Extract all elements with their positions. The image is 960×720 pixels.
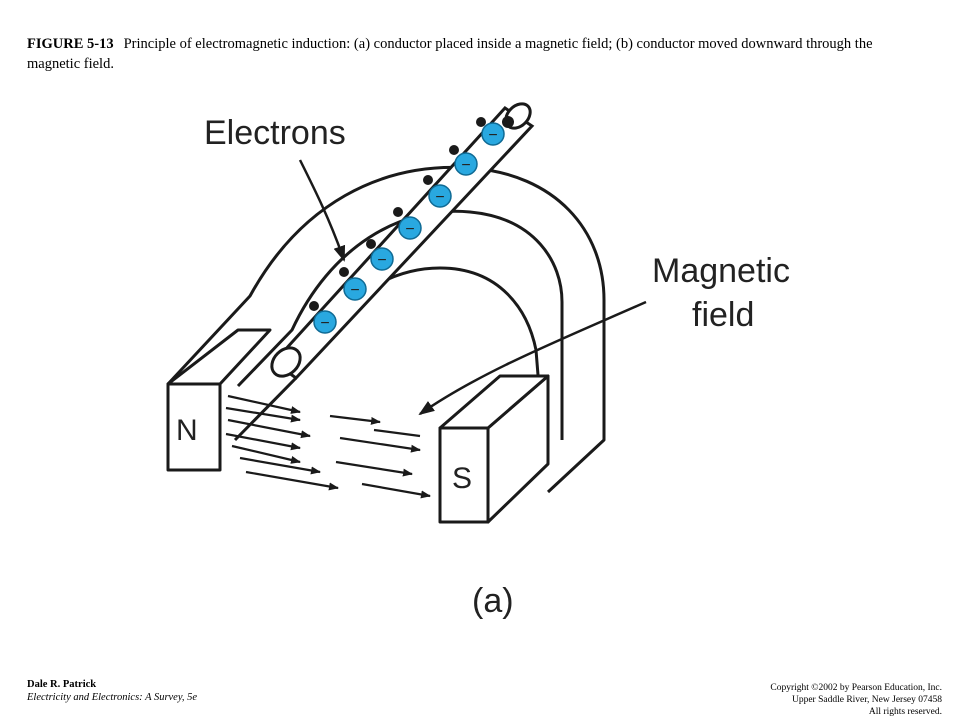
electrons-label: Electrons [204,114,346,152]
figure-number: FIGURE 5-13 [27,36,114,52]
conductor-end [270,346,302,378]
electron: − [339,267,367,301]
svg-text:−: − [488,127,497,144]
footer-book: Electricity and Electronics: A Survey, 5… [27,692,198,703]
electron: − [476,117,505,146]
electron: − [393,207,422,240]
electron: − [309,301,337,334]
north-pole-top [166,328,272,386]
footer-attribution: Dale R. Patrick Electricity and Electron… [27,678,197,704]
electrons-leader [298,159,346,262]
svg-text:−: − [405,221,414,238]
footer-copyright: Copyright ©2002 by Pearson Education, In… [770,682,942,718]
svg-text:−: − [320,315,329,332]
electron: − [366,239,394,271]
svg-text:−: − [435,189,444,206]
north-pole-label: N [176,414,198,447]
copyright-line-3: All rights reserved. [868,707,942,717]
part-label: (a) [472,582,514,620]
electron: − [449,145,478,176]
field-lines [225,394,431,499]
svg-text:−: − [461,157,470,174]
svg-text:−: − [350,282,359,299]
south-pole-label: S [452,462,472,495]
caption-text: Principle of electromagnetic induction: … [27,36,873,72]
magnetic-field-label-line1: Magnetic [652,252,790,290]
magnetic-field-label-line2: field [692,296,754,334]
south-pole-top [438,374,550,430]
electron [502,116,514,128]
svg-text:−: − [377,252,386,269]
copyright-line-2: Upper Saddle River, New Jersey 07458 [791,695,942,705]
magnetic-field-leader [418,300,647,416]
electron: − [423,175,452,208]
horseshoe-magnet [166,165,606,524]
electrons: − − − − − − − [309,116,514,334]
copyright-line-1: Copyright ©2002 by Pearson Education, In… [770,683,942,693]
footer-author: Dale R. Patrick [27,679,97,690]
magnet-inner-arch [236,209,564,440]
